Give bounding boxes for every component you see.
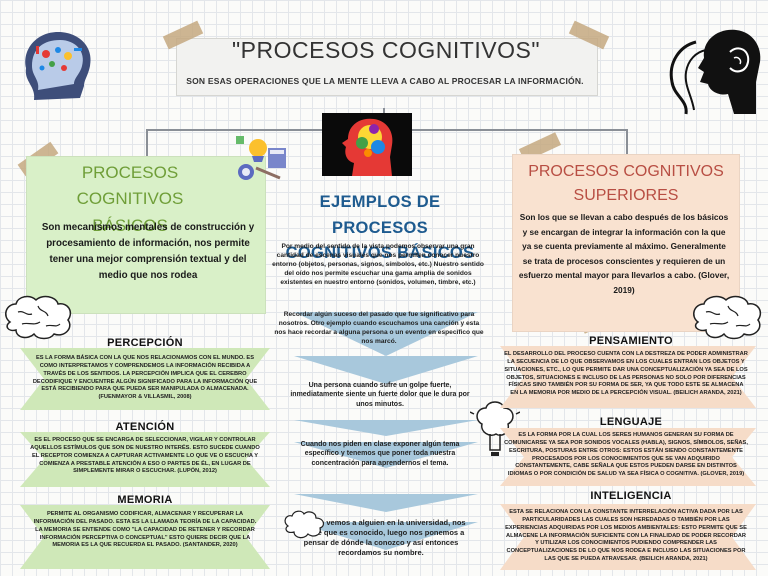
- head-silhouette-icon: [664, 22, 762, 116]
- tools-icon: [232, 134, 290, 186]
- percepcion-title: PERCEPCIÓN: [107, 337, 183, 349]
- example-3: Una persona cuando sufre un golpe fuerte…: [290, 382, 470, 408]
- example-2: Recordar algún suceso del pasado que fue…: [274, 311, 484, 345]
- pensamiento-bg: [500, 346, 756, 408]
- connector-left-vertical: [146, 129, 148, 157]
- brain-icon-bottom: [282, 510, 326, 540]
- atencion-bg: [20, 432, 270, 487]
- lenguaje-bg: [500, 428, 756, 486]
- connector-right-vertical: [626, 129, 628, 157]
- brain-icon-right: [688, 292, 768, 346]
- atencion-title: ATENCIÓN: [115, 421, 175, 433]
- example-4: Cuando nos piden en clase exponer algún …: [300, 441, 460, 467]
- inteligencia-bg: [500, 504, 756, 570]
- brain-lightbulb-icon: [470, 398, 520, 468]
- colorful-head-icon: [322, 113, 412, 176]
- page-title: "PROCESOS COGNITIVOS": [232, 37, 540, 63]
- atencion-text: ES EL PROCESO QUE SE ENCARGA DE SELECCIO…: [30, 437, 260, 475]
- right-heading: PROCESOS COGNITIVOS SUPERIORES: [528, 163, 724, 204]
- memoria-bg: [20, 505, 270, 569]
- lenguaje-text: ES LA FORMA POR LA CUAL LOS SERES HUMANO…: [504, 432, 748, 478]
- title-box: [176, 38, 598, 96]
- lenguaje-title: LENGUAJE: [599, 416, 663, 428]
- right-description: Son los que se llevan a cabo después de …: [518, 212, 730, 295]
- percepcion-text: ES LA FORMA BÁSICA CON LA QUE NOS RELACI…: [32, 355, 258, 401]
- left-card: [26, 156, 266, 314]
- page-subtitle: SON ESAS OPERACIONES QUE LA MENTE LLEVA …: [186, 76, 584, 86]
- left-description: Son mecanismos mentales de construcción …: [41, 222, 255, 281]
- inteligencia-title: INTELIGENCIA: [590, 490, 672, 502]
- inteligencia-text: ESTA SE RELACIONA CON LA CONSTANTE INTER…: [505, 509, 747, 563]
- example-1: Por medio del sentido de la vista podemo…: [272, 243, 484, 286]
- left-heading: PROCESOS COGNITIVOS BÁSICOS: [76, 163, 184, 235]
- memoria-text: PERMITE AL ORGANISMO CODIFICAR, ALMACENA…: [33, 511, 257, 549]
- brain-icon: [0, 292, 76, 342]
- center-triangles: [276, 232, 496, 576]
- head-gears-icon: [14, 20, 102, 106]
- center-heading: EJEMPLOS DE PROCESOS COGNITIVOS BÁSICOS: [285, 193, 475, 263]
- pensamiento-text: EL DESARROLLO DEL PROCESO CUENTA CON LA …: [504, 351, 748, 397]
- memoria-title: MEMORIA: [117, 494, 173, 506]
- percepcion-bg: [20, 348, 270, 410]
- right-card: [512, 154, 740, 332]
- example-5: Cuando vemos a alguien en la universidad…: [296, 518, 466, 558]
- pensamiento-title: PENSAMIENTO: [589, 335, 673, 347]
